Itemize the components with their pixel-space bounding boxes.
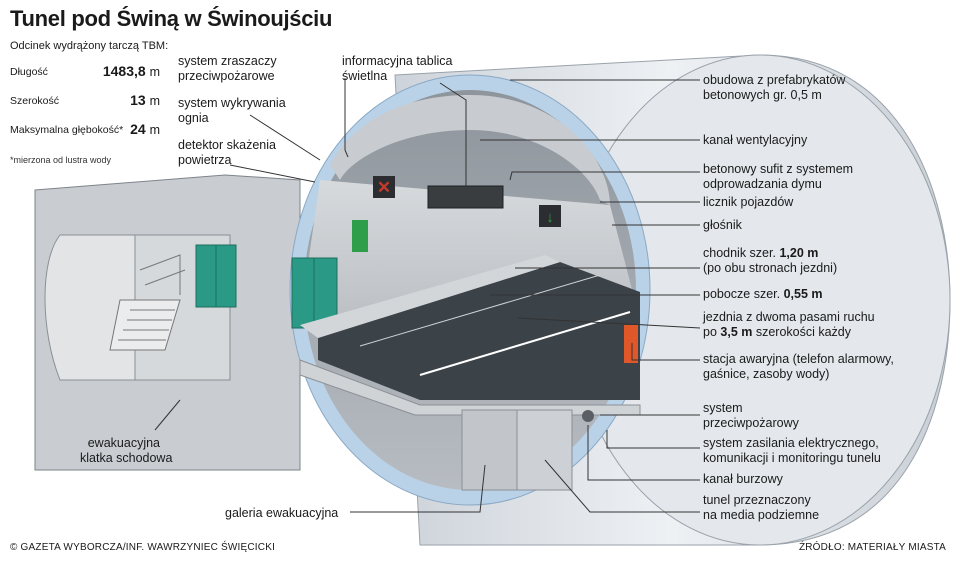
label-roadway: jezdnia z dwoma pasami ruchu po 3,5 m sz… bbox=[703, 310, 875, 339]
label-ventilation: kanał wentylacyjny bbox=[703, 133, 808, 147]
footnote: *mierzona od lustra wody bbox=[10, 155, 112, 165]
leader-lines bbox=[154, 78, 701, 513]
stairs bbox=[109, 254, 186, 351]
stat-value: 13 m bbox=[130, 92, 160, 108]
label-storm-channel: kanał burzowy bbox=[703, 472, 783, 486]
info-board bbox=[427, 185, 504, 209]
label-vehicle-counter: licznik pojazdów bbox=[703, 195, 794, 209]
gallery-channel bbox=[461, 409, 518, 491]
svg-text:✕: ✕ bbox=[377, 178, 391, 197]
sidewalk bbox=[300, 255, 560, 338]
stat-length: Długość 1483,8 m bbox=[4, 60, 164, 85]
media-channel bbox=[516, 409, 573, 491]
lane-open-sign bbox=[539, 205, 561, 227]
footer-source: ŹRÓDŁO: MATERIAŁY MIASTA bbox=[798, 542, 946, 553]
label-speaker: głośnik bbox=[703, 218, 742, 232]
footer-credit: © GAZETA WYBORCZA/INF. WAWRZYNIEC ŚWIĘCI… bbox=[10, 542, 276, 553]
stat-value: 1483,8 m bbox=[102, 63, 160, 79]
ceiling bbox=[330, 95, 610, 205]
stats-subtitle: Odcinek wydrążony tarczą TBM: bbox=[10, 40, 169, 52]
label-emergency-station: stacja awaryjna (telefon alarmowy,gaśnic… bbox=[703, 352, 894, 381]
label-gallery: galeria ewakuacyjna bbox=[225, 506, 339, 520]
lane-closed-sign bbox=[373, 176, 395, 198]
fire-system-pipe bbox=[582, 410, 594, 422]
stat-depth: Maksymalna głębokość* 24 m bbox=[4, 118, 164, 143]
page-title: Tunel pod Świną w Świnoujściu bbox=[10, 6, 333, 31]
label-power: system zasilania elektrycznego,komunikac… bbox=[703, 436, 881, 465]
stat-width: Szerokość 13 m bbox=[4, 89, 164, 114]
road bbox=[318, 262, 640, 400]
stat-label: Szerokość bbox=[10, 95, 60, 107]
stat-value: 24 m bbox=[130, 121, 160, 137]
svg-text:↓: ↓ bbox=[546, 209, 554, 226]
stat-label: Długość bbox=[10, 66, 48, 78]
label-shoulder: pobocze szer. 0,55 m bbox=[703, 287, 823, 301]
label-sidewalk: chodnik szer. 1,20 m (po obu stronach je… bbox=[703, 246, 838, 275]
exit-sign bbox=[352, 220, 368, 252]
stat-label: Maksymalna głębokość* bbox=[10, 124, 124, 136]
emergency-station bbox=[624, 325, 638, 363]
